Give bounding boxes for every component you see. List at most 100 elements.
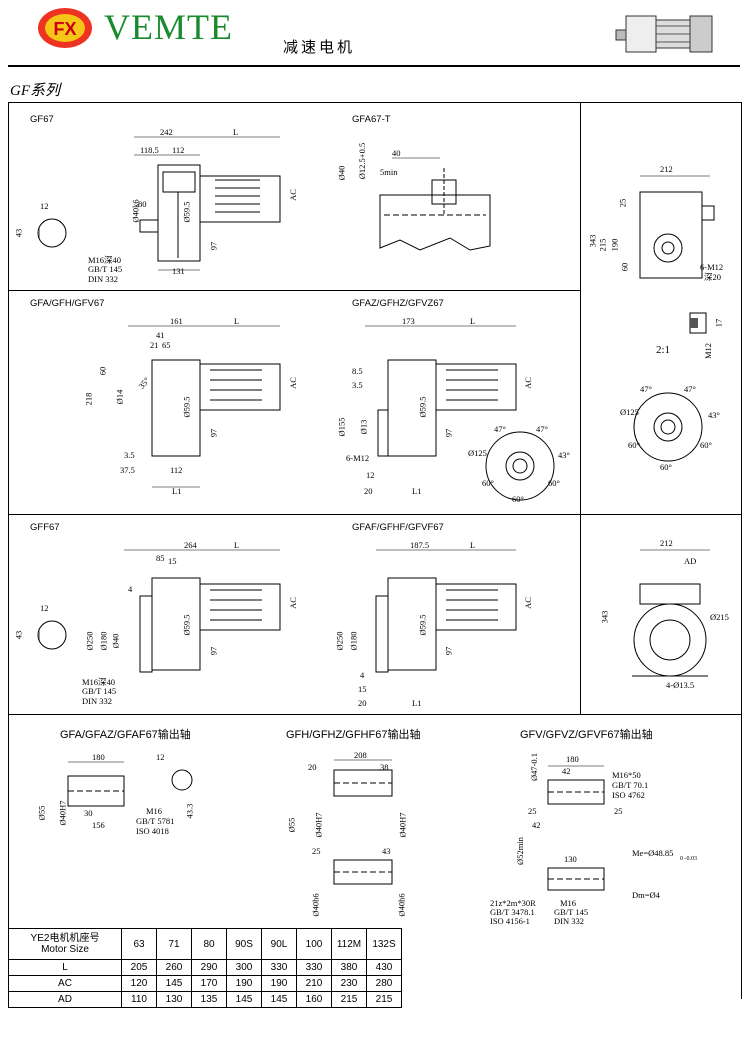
gfv-spline-std1: GB/T 3478.1 — [490, 907, 535, 917]
dim-12: 12 — [40, 201, 49, 211]
value-cell: 215 — [366, 991, 402, 1008]
gfv-spline-std2: ISO 4156-1 — [490, 916, 530, 926]
gfaf-dim-L1: L1 — [412, 698, 422, 708]
dim-80: 80 — [138, 199, 147, 209]
table-blank — [401, 991, 698, 1008]
size-cell: 112M — [331, 928, 367, 960]
table-row: AD 110 130 135 145 145 160 215 215 — [8, 991, 698, 1008]
gfv-din: DIN 332 — [554, 916, 584, 926]
gfaz-dim-12: 12 — [366, 470, 375, 480]
gfv-shaft-130: 130 — [564, 854, 577, 864]
drawing-title-gfa67t: GFA67-T — [352, 114, 391, 125]
logo: FX — [36, 6, 94, 50]
side-d125: Ø125 — [620, 407, 639, 417]
value-cell: 210 — [296, 975, 332, 992]
gfa-shaft-d40: Ø40H7 — [57, 800, 68, 826]
gfh-shaft-d55: Ø55 — [286, 817, 297, 833]
dim-112: 112 — [172, 145, 185, 155]
value-cell: 190 — [226, 975, 262, 992]
side-angle-60a: 60° — [628, 440, 640, 450]
gfaf-dim-15: 15 — [358, 684, 367, 694]
value-cell: 215 — [331, 991, 367, 1008]
gfv-shaft-25b: 25 — [614, 806, 623, 816]
gfv-gb145: GB/T 145 — [554, 907, 589, 917]
value-cell: 300 — [226, 959, 262, 976]
value-cell: 145 — [226, 991, 262, 1008]
logo-text: FX — [53, 19, 76, 39]
gfh-shaft-d40d: Ø40h6 — [396, 893, 407, 917]
series-title: GF系列 — [10, 83, 60, 99]
size-cell: 100 — [296, 928, 332, 960]
size-cell: 80 — [191, 928, 227, 960]
gfv-spline: 21z*2m*30R — [490, 898, 536, 908]
page-subtitle: 减速电机 — [283, 38, 356, 56]
row-divider-2 — [8, 514, 741, 515]
dim-L: L — [233, 127, 239, 137]
table-blank — [401, 959, 698, 976]
value-cell: 260 — [156, 959, 192, 976]
gfa-shaft-thread: M16 — [146, 806, 163, 816]
gfh-shaft-20: 20 — [308, 762, 317, 772]
gff-dim-264: 264 — [184, 540, 197, 550]
gfv-shaft-dm: Dm=Ø4 — [632, 890, 660, 900]
gfh-shaft-d40c: Ø40h6 — [310, 893, 321, 917]
table-row: AC 120 145 170 190 190 210 230 280 — [8, 975, 698, 992]
value-cell: 380 — [331, 959, 367, 976]
gfv-shaft-std1: GB/T 70.1 — [612, 780, 649, 790]
gff-std-2: DIN 332 — [82, 696, 112, 706]
gfa-dim-21: 21 — [150, 340, 159, 350]
gff-thread: M16深40 — [82, 677, 116, 687]
value-cell: 130 — [156, 991, 192, 1008]
dim-242: 242 — [160, 127, 173, 137]
row-divider-3 — [8, 714, 741, 715]
gfa-dim-L: L — [234, 316, 240, 326]
value-cell: 145 — [156, 975, 192, 992]
value-cell: 205 — [121, 959, 157, 976]
gfaz-dim-L1: L1 — [412, 486, 422, 496]
gfa-shaft-d55: Ø55 — [36, 805, 47, 821]
gfa-dim-L1: L1 — [172, 486, 182, 496]
shaft-title-gfh: GFH/GFHZ/GFHF67输出轴 — [286, 729, 421, 741]
table-header-cell: YE2电机机座号 Motor Size — [8, 928, 122, 960]
gfv-shaft-thread: M16*50 — [612, 770, 641, 780]
gearmotor-thumbnail — [612, 6, 722, 62]
side-angle-60b: 60° — [660, 462, 672, 472]
shaft-title-gfa: GFA/GFAZ/GFAF67输出轴 — [60, 729, 191, 741]
gfv-shaft-me: Me=Ø48.85 — [632, 848, 674, 858]
gfh-shaft-43: 43 — [382, 846, 391, 856]
table-blank — [401, 928, 698, 960]
flange-dim-AD: AD — [684, 556, 697, 566]
gfa-shaft-std1: GB/T 5781 — [136, 816, 175, 826]
gff-dim-12: 12 — [40, 603, 49, 613]
side-angle-47a: 47° — [640, 384, 652, 394]
row-label: AC — [8, 975, 122, 992]
size-cell: 71 — [156, 928, 192, 960]
gfa-shaft-43-3: 43.3 — [184, 803, 195, 819]
size-cell: 63 — [121, 928, 157, 960]
dim-131: 131 — [172, 266, 185, 276]
side-tapdepth: 深20 — [704, 272, 722, 282]
gfaz-angle-60c: 60° — [548, 478, 560, 488]
side-scale: 2:1 — [656, 344, 671, 356]
col-divider — [580, 102, 581, 714]
gfaz-d125: Ø125 — [468, 448, 487, 458]
side-tap: 6-M12 — [700, 262, 724, 272]
dim-118: 118.5 — [140, 145, 159, 155]
gfa-shaft-30: 30 — [84, 808, 93, 818]
gfaz-dim-173: 173 — [402, 316, 415, 326]
drawing-title-gfaf67: GFAF/GFHF/GFVF67 — [352, 522, 444, 533]
drawing-title-gfaz67: GFAZ/GFHZ/GFVZ67 — [352, 298, 444, 309]
gfaz-dim-L: L — [470, 316, 476, 326]
gfa-dim-161: 161 — [170, 316, 183, 326]
gfaz-angle-47b: 47° — [536, 424, 548, 434]
gff-dim-4: 4 — [128, 584, 133, 594]
table-header-row: YE2电机机座号 Motor Size 63 71 80 90S 90L 100… — [8, 928, 698, 960]
gfaz-dim-8-5: 8.5 — [352, 366, 363, 376]
gfaz-dim-20: 20 — [364, 486, 373, 496]
